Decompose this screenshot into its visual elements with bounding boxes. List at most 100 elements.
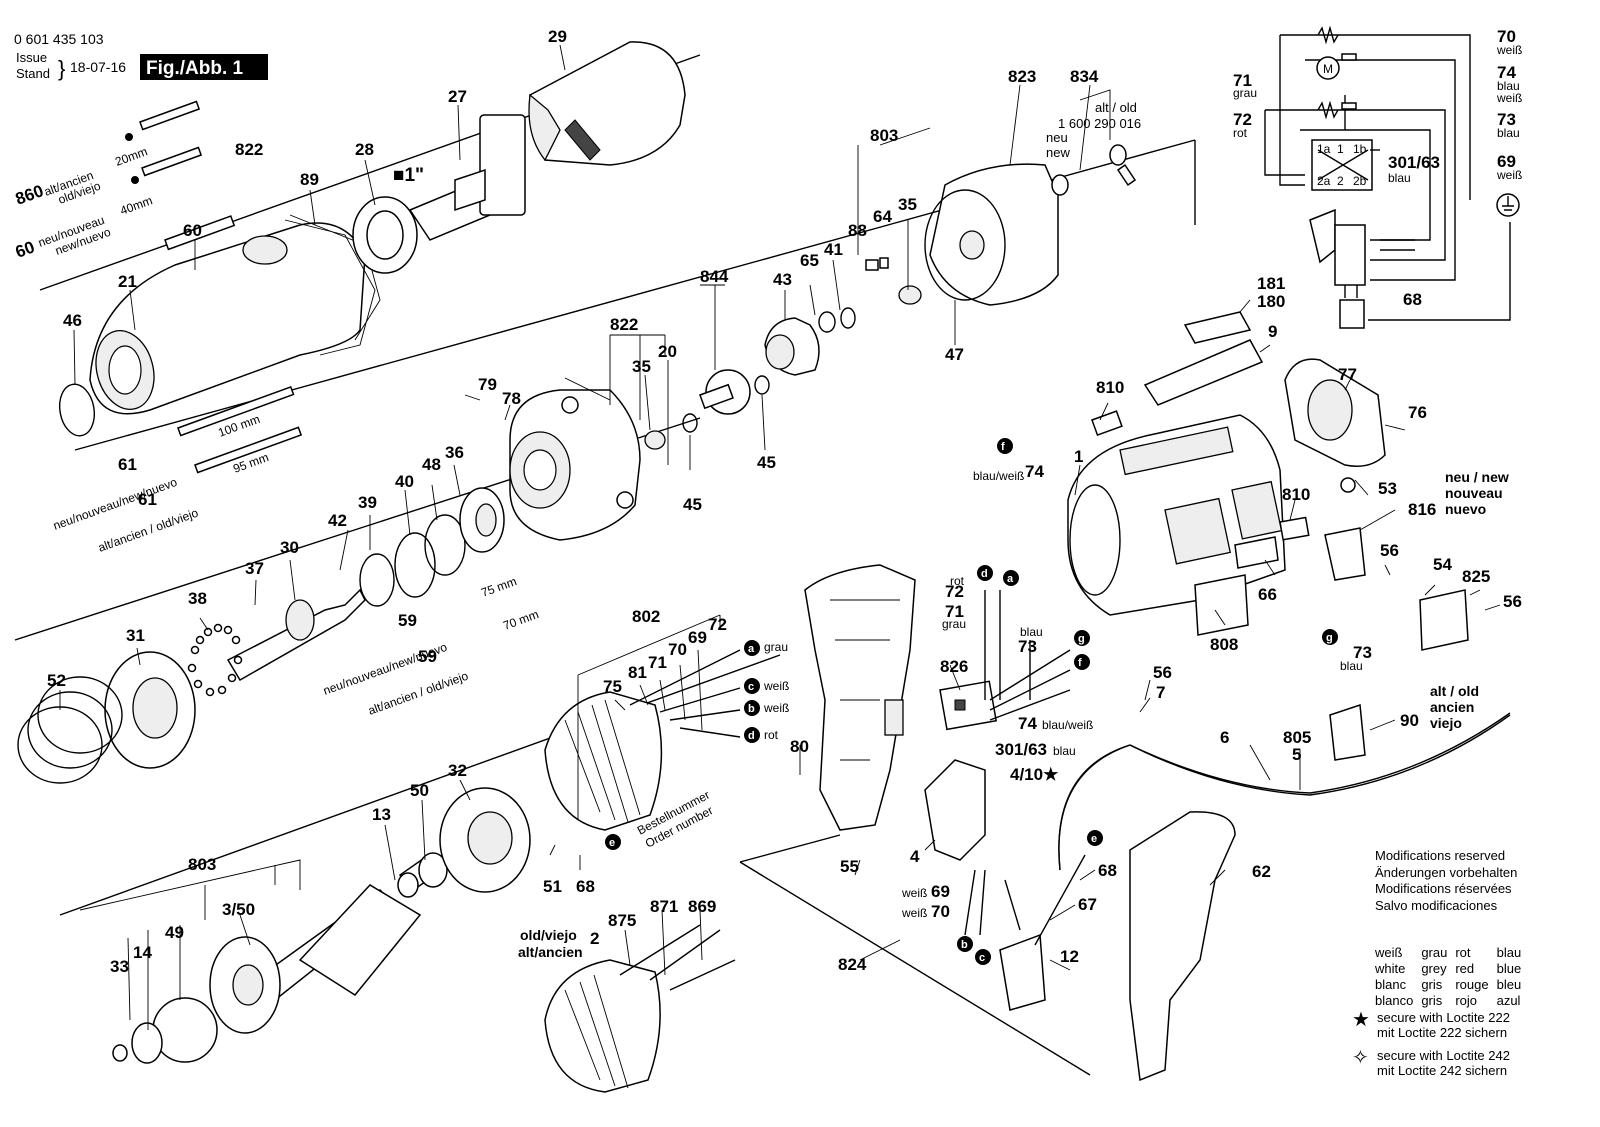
part-90-holder [1329, 703, 1366, 761]
label-53: 53 [1378, 479, 1397, 498]
label-72-switch: 72 [945, 582, 964, 601]
doc-number: 0 601 435 103 [14, 31, 104, 47]
note-75mm: 75 mm [479, 574, 518, 600]
wiring-schematic [1264, 25, 1520, 329]
label-74-a: 74 [1025, 462, 1044, 481]
screws-860-60 [125, 100, 203, 184]
label-52: 52 [47, 671, 66, 690]
color-74-blau-weiss-sw: blau/weiß [1042, 718, 1093, 732]
loctite-222-en: secure with Loctite 222 [1377, 1010, 1510, 1025]
frame-line-bottom [59, 654, 781, 916]
wire-label-72: 72 [1233, 110, 1252, 129]
color-legend-cell: grau [1421, 945, 1448, 960]
label-71-switch: 71 [945, 602, 964, 621]
wire-color-74b: weiß [1496, 91, 1522, 105]
color-legend-cell: gris [1421, 977, 1443, 992]
label-80: 80 [790, 737, 809, 756]
label-70-switch: 70 [931, 902, 950, 921]
part-6-cable [1058, 712, 1511, 871]
label-5: 5 [1292, 745, 1301, 764]
loctite-242-note: ✧ secure with Loctite 242 mit Loctite 24… [1352, 1048, 1592, 1078]
label-64: 64 [873, 207, 892, 226]
label-4-10: 4/10★ [1010, 765, 1059, 784]
note-modifications-en: Modifications reserved [1375, 848, 1506, 863]
contact-2a: 2a [1317, 174, 1331, 188]
label-60-new: 60 [13, 237, 37, 261]
label-49: 49 [165, 923, 184, 942]
note-alt-old-number: 1 600 290 016 [1058, 116, 1141, 131]
label-72: 72 [708, 615, 727, 634]
part-52-spring [17, 676, 123, 784]
label-30: 30 [280, 538, 299, 557]
label-824: 824 [838, 955, 867, 974]
label-29: 29 [548, 27, 567, 46]
part-31-hammer [104, 651, 196, 769]
wire-label-69: 69 [1497, 152, 1516, 171]
label-36: 36 [445, 443, 464, 462]
color-71-grau: grau [942, 617, 966, 631]
figure-label-box [140, 54, 268, 80]
label-66: 66 [1258, 585, 1277, 604]
marker-e-2: e [1087, 830, 1103, 846]
label-41: 41 [824, 240, 843, 259]
color-legend-cell: grey [1421, 961, 1447, 976]
label-43: 43 [773, 270, 792, 289]
wire-color-70: weiß [1496, 43, 1522, 57]
label-28: 28 [355, 140, 374, 159]
marker-f-1: f [1074, 654, 1090, 670]
label-7: 7 [1156, 683, 1165, 702]
marker-b-1: b [744, 700, 760, 716]
label-74-switch: 74 [1018, 714, 1037, 733]
part-55-handle-half [804, 564, 916, 831]
label-78: 78 [502, 389, 521, 408]
color-d-rot: rot [764, 728, 779, 742]
part-27-anvil [408, 114, 526, 241]
note-70mm: 70 mm [501, 607, 540, 633]
frame-line-824b [739, 834, 841, 863]
color-legend-cell: rojo [1455, 993, 1478, 1008]
label-12: 12 [1060, 947, 1079, 966]
part-823-field-housing [924, 163, 1059, 306]
part-816-holder [1324, 477, 1366, 581]
color-legend-cell: blue [1496, 961, 1522, 976]
color-legend-cell: bleu [1496, 977, 1522, 992]
label-90: 90 [1400, 711, 1419, 730]
frame-line-824 [739, 861, 1091, 1076]
marker-d-2: d [977, 565, 993, 581]
label-59-b: 59 [418, 647, 437, 666]
part-46-o-ring [58, 383, 96, 437]
label-805: 805 [1283, 728, 1311, 747]
svg-text:c: c [979, 952, 985, 964]
contact-1: 1 [1337, 142, 1344, 156]
label-21: 21 [118, 272, 137, 291]
color-70-weiss: weiß [901, 906, 927, 920]
svg-text:e: e [609, 837, 615, 849]
label-67: 67 [1078, 895, 1097, 914]
part-43-gear [764, 317, 820, 376]
label-3-50: 3/50 [222, 900, 255, 919]
label-48: 48 [422, 455, 441, 474]
marker-e-1: e [605, 834, 621, 850]
part-21-gear-housing [89, 214, 381, 415]
motor-symbol: M [1323, 62, 1333, 76]
label-56-c: 56 [1503, 592, 1522, 611]
label-54: 54 [1433, 555, 1452, 574]
label-69: 69 [688, 628, 707, 647]
label-826: 826 [940, 657, 968, 676]
part-77-cover [1284, 358, 1386, 467]
label-803-bottom: 803 [188, 855, 216, 874]
label-77: 77 [1338, 365, 1357, 384]
wire-color-74: blau [1497, 79, 1520, 93]
marker-c-1: c [744, 678, 760, 694]
issue-label: Issue [16, 50, 47, 65]
label-33: 33 [110, 957, 129, 976]
parts-13-50-bearings [397, 852, 448, 898]
wire-label-68: 68 [1403, 290, 1422, 309]
note-old-viejo-2: old/viejo [520, 927, 577, 943]
label-61-a: 61 [118, 455, 137, 474]
part-834-brush-holder [1051, 144, 1137, 196]
label-875: 875 [608, 911, 636, 930]
